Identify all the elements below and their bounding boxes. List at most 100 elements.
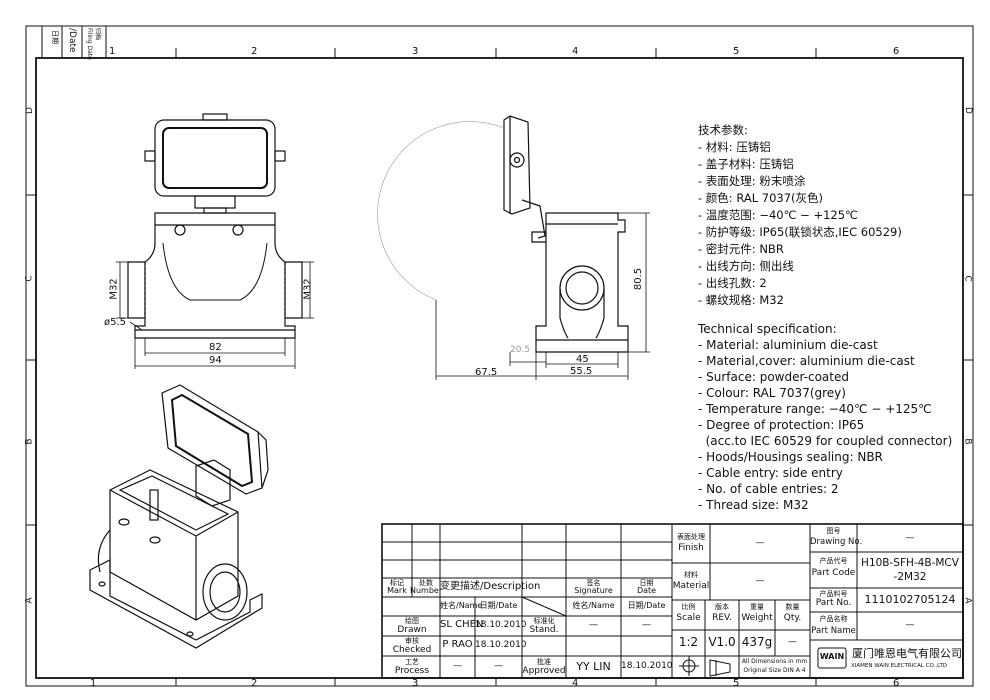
row-label: C — [962, 275, 973, 282]
tb-part-name-cn: 产品名称 — [819, 615, 848, 623]
column-label: 1 — [90, 678, 97, 689]
tb-drawing-no-cn: 图号 — [826, 527, 841, 535]
spec-cn-item: - 颜色: RAL 7037(灰色) — [698, 191, 824, 205]
tb-drawn-name: SL CHEN — [440, 619, 484, 630]
column-label: 2 — [251, 46, 258, 57]
spec-en-item: - No. of cable entries: 2 — [698, 482, 839, 496]
tb-checked-date: 18.10.2010 — [475, 640, 527, 650]
dim-45: 45 — [576, 354, 589, 365]
dim-20-5: 20.5 — [510, 345, 531, 355]
isometric-view — [89, 384, 269, 649]
tb-part-no-en: Part No. — [815, 598, 852, 608]
column-label: 6 — [893, 678, 900, 689]
spec-en-item: - Surface: powder-coated — [698, 370, 849, 384]
tb-part-name-en: Part Name — [811, 626, 856, 636]
filing-date-en: Filing Date — [86, 28, 93, 60]
column-label: 6 — [893, 46, 900, 57]
row-label: B — [24, 438, 35, 445]
tb-part-code-en: Part Code — [811, 568, 856, 578]
tb-name-header: 姓名/Name — [440, 601, 483, 610]
tb-checked-cn: 审核 — [405, 637, 419, 645]
column-label: 4 — [572, 678, 579, 689]
row-label: A — [24, 597, 35, 604]
row-label: C — [24, 275, 35, 282]
tb-part-name-value: — — [905, 620, 915, 630]
tb-signature-en: Signature — [574, 586, 613, 595]
filing-date-cn: 归档 — [94, 28, 101, 41]
column-label: 5 — [733, 678, 740, 689]
tb-material-value: — — [755, 576, 765, 586]
tb-signature-cn: 签名 — [586, 579, 601, 587]
tb-date-header: 日期/Date — [627, 601, 666, 610]
company-name-en: XIAMEN WAIN ELECTRICAL CO.,LTD — [851, 663, 948, 669]
front-lid — [154, 119, 276, 197]
spec-cn-item: - 出线方向: 侧出线 — [698, 259, 794, 273]
tb-approved-date: 18.10.2010 — [621, 661, 673, 671]
spec-en-item: - Hoods/Housings sealing: NBR — [698, 450, 883, 464]
spec-en-item: - Temperature range: −40℃ − +125℃ — [698, 402, 932, 416]
dim-94: 94 — [209, 355, 222, 366]
tb-scale-cn: 比例 — [681, 603, 696, 611]
tb-rev-cn: 版本 — [715, 603, 729, 611]
tb-checked-en: Checked — [392, 645, 432, 655]
tb-part-no-cn: 产品料号 — [819, 590, 848, 598]
filing-corner-cn: 日期 — [51, 30, 59, 44]
tb-material-en: Material — [672, 581, 710, 591]
column-ticks — [26, 48, 973, 686]
spec-en-item: - Degree of protection: IP65 — [698, 418, 865, 432]
tb-finish-en: Finish — [678, 543, 704, 553]
tb-qty-value: — — [788, 637, 797, 647]
dim-82: 82 — [209, 342, 222, 353]
tb-dims-note: All Dimensions in mm — [741, 658, 808, 665]
column-label: 3 — [412, 678, 419, 689]
tb-process-cn: 工艺 — [405, 658, 419, 666]
spec-en-item: - Material: aluminium die-cast — [698, 338, 878, 352]
spec-cn-item: - 密封元件: NBR — [698, 242, 784, 256]
tb-finish-cn: 表面处理 — [677, 533, 705, 541]
company-logo: WAIN — [819, 652, 845, 661]
tb-drawn-cn: 绘图 — [405, 617, 419, 625]
tb-qty-en: Qty. — [783, 613, 802, 623]
dim-m32-right: M32 — [302, 278, 314, 300]
dim-55-5: 55.5 — [570, 366, 593, 377]
tb-date-en: Date — [636, 586, 657, 595]
spec-cn-item: - 螺纹规格: M32 — [698, 293, 784, 307]
tb-material-cn: 材料 — [684, 571, 698, 579]
tb-part-code-value: -2M32 — [893, 571, 927, 583]
tb-weight-value: 437g — [741, 635, 773, 649]
tb-stand-date: — — [642, 620, 651, 630]
company-name-cn: 厦门唯恩电气有限公司 — [852, 647, 962, 660]
tb-drawn-date: 18.10.2010 — [475, 620, 527, 630]
tb-weight-en: Weight — [741, 613, 773, 623]
column-label: 2 — [251, 678, 258, 689]
dim-hole: ø5.5 — [104, 317, 127, 328]
tb-stand-name: — — [589, 620, 598, 630]
column-label: 3 — [412, 46, 419, 57]
tb-description: 变更描述/Description — [440, 581, 541, 592]
row-label: D — [962, 107, 973, 114]
dim-m32-left: M32 — [108, 278, 120, 300]
tb-scale-en: Scale — [676, 613, 701, 623]
spec-en-title: Technical specification: — [698, 322, 837, 336]
column-label: 4 — [572, 46, 579, 57]
tb-checked-name: P RAO — [442, 639, 473, 650]
tb-approved-name: YY LIN — [576, 660, 611, 673]
outer-frame — [25, 25, 974, 687]
tb-process-name: — — [453, 661, 462, 671]
tb-mark-en: Mark — [387, 586, 407, 595]
spec-cn-item: - 温度范围: −40℃ − +125℃ — [698, 208, 858, 222]
dim-80-5: 80.5 — [633, 267, 645, 291]
tb-stand-en: Stand. — [529, 625, 559, 635]
spec-cn-item: - 材料: 压铸铝 — [698, 140, 771, 154]
title-block — [381, 523, 964, 679]
tb-part-no-value: 1110102705124 — [864, 593, 956, 606]
tb-scale-value: 1:2 — [678, 635, 699, 649]
tb-qty-cn: 数量 — [785, 603, 800, 611]
column-label: 1 — [109, 46, 116, 57]
tb-drawn-en: Drawn — [397, 625, 427, 635]
tb-process-date: — — [494, 661, 503, 671]
filing-box — [41, 25, 107, 59]
tb-stand-cn: 标准化 — [533, 617, 555, 625]
front-dimensions — [116, 261, 314, 369]
